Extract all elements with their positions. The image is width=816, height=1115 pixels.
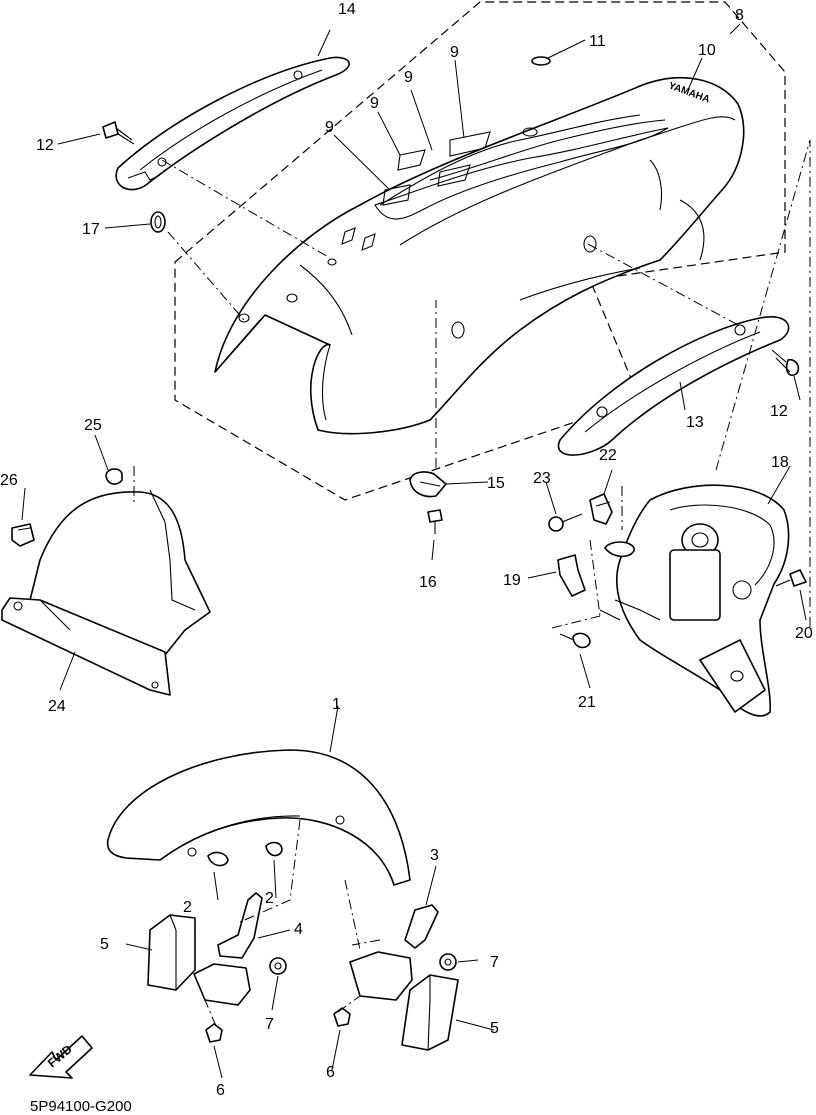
callout-23: 23	[533, 470, 551, 487]
callout-12: 12	[36, 137, 54, 154]
callout-5: 5	[490, 1020, 499, 1037]
collar-7-right[interactable]	[439, 953, 457, 971]
callout-7: 7	[490, 954, 499, 971]
callout-26: 26	[0, 472, 18, 489]
callout-17: 17	[82, 221, 100, 238]
clip-26[interactable]	[11, 523, 35, 547]
callout-13: 13	[686, 414, 704, 431]
callout-9: 9	[370, 95, 379, 112]
grab-rail-left[interactable]	[115, 56, 350, 191]
bolt-20[interactable]	[775, 569, 807, 587]
bolt-2-right[interactable]	[265, 841, 283, 857]
callout-11: 11	[589, 33, 606, 50]
callout-9: 9	[404, 69, 413, 86]
callout-6: 6	[326, 1064, 335, 1081]
bolt-2-left[interactable]	[207, 851, 229, 867]
callout-6: 6	[216, 1082, 225, 1099]
screw-16[interactable]	[427, 509, 443, 534]
rear-fender[interactable]: YAMAHA	[214, 76, 745, 435]
callout-7: 7	[265, 1016, 274, 1033]
bolt-25[interactable]	[105, 468, 123, 485]
fwd-arrow-icon: FWD	[29, 1035, 93, 1079]
nut-6-left[interactable]	[205, 1023, 223, 1043]
callout-8: 8	[735, 7, 744, 24]
callout-15: 15	[487, 475, 505, 492]
reflector-5-right[interactable]	[401, 974, 459, 1051]
nut-6-right[interactable]	[333, 1007, 351, 1027]
bolt-12-right[interactable]	[771, 349, 800, 376]
clip-22[interactable]	[589, 493, 613, 525]
callout-18: 18	[771, 454, 789, 471]
grab-rail-right[interactable]	[557, 316, 790, 456]
callout-1: 1	[332, 696, 341, 713]
callout-22: 22	[599, 447, 617, 464]
callout-4: 4	[294, 921, 303, 938]
clip-15[interactable]	[409, 471, 447, 498]
callout-9: 9	[325, 119, 334, 136]
rear-fender-group-boundary	[174, 1, 786, 501]
callout-14: 14	[338, 1, 356, 18]
reflector-bracket-left[interactable]	[193, 963, 251, 1006]
bolt-12-left[interactable]	[102, 121, 135, 145]
assembly-dashdot-lines	[133, 139, 811, 1027]
diagram-code: 5P94100-G200	[30, 1098, 132, 1115]
callout-2: 2	[265, 890, 274, 907]
washer-11[interactable]	[531, 56, 551, 66]
leader-lines	[21, 23, 807, 1079]
collar-7-left[interactable]	[269, 957, 287, 975]
callout-21: 21	[578, 694, 596, 711]
reflector-bracket-right[interactable]	[349, 951, 413, 1001]
callout-10: 10	[698, 42, 716, 59]
callout-5: 5	[100, 936, 109, 953]
callout-9: 9	[450, 44, 459, 61]
fender-stay-4[interactable]	[217, 892, 263, 959]
callout-3: 3	[430, 847, 439, 864]
screw-23[interactable]	[548, 513, 583, 532]
callout-20: 20	[795, 625, 813, 642]
grommet-17[interactable]	[150, 211, 166, 233]
tail-light-18[interactable]	[599, 484, 790, 717]
callout-25: 25	[84, 417, 102, 434]
bolt-21[interactable]	[559, 632, 591, 649]
bracket-19[interactable]	[557, 554, 586, 597]
callout-24: 24	[48, 698, 66, 715]
fender-stay-3[interactable]	[404, 904, 439, 949]
callout-19: 19	[503, 572, 521, 589]
callout-16: 16	[419, 574, 437, 591]
flap-24[interactable]	[1, 489, 211, 696]
callout-12: 12	[770, 403, 788, 420]
front-fender-1[interactable]	[106, 749, 411, 886]
callout-2: 2	[183, 899, 192, 916]
reflector-5-left[interactable]	[147, 914, 196, 991]
